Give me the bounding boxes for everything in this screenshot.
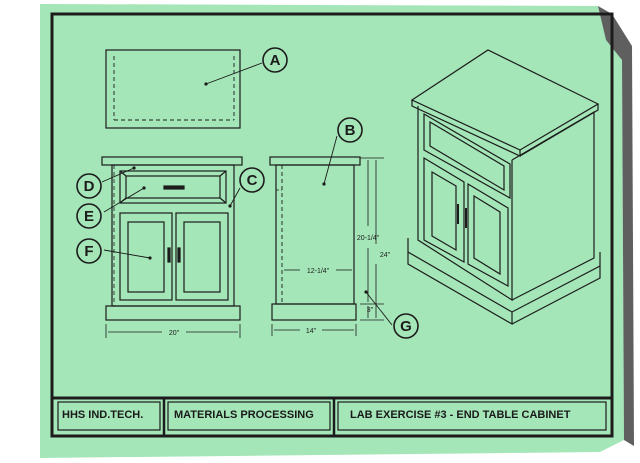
callout-g (393, 313, 419, 339)
title-cell-1 (57, 401, 161, 431)
callout-e (76, 203, 102, 229)
title-school: HHS IND.TECH. (62, 409, 144, 421)
dim-total-height: 24" (380, 252, 391, 259)
dim-inner-depth: 12-1/4" (307, 268, 330, 275)
dim-carcass-height: 20-1/4" (357, 235, 380, 242)
callout-letter-g: G (400, 318, 412, 335)
title-exercise: LAB EXERCISE #3 - END TABLE CABINET (350, 409, 571, 421)
callout-f (76, 238, 102, 264)
callout-balloons (76, 47, 419, 339)
leader-dots (132, 82, 368, 294)
callout-letter-a: A (270, 52, 281, 69)
drawer-pull (163, 185, 185, 190)
top-view (105, 49, 241, 129)
front-view (101, 156, 243, 321)
title-cell-3 (337, 401, 607, 431)
paper-shadow (598, 6, 634, 446)
dim-side-depth: 14" (306, 328, 317, 335)
side-view (269, 156, 361, 321)
green-paper (40, 4, 624, 458)
callout-c (239, 167, 265, 193)
drawing-border (50, 12, 614, 438)
callout-letter-b: B (345, 122, 356, 139)
callout-a (262, 47, 288, 73)
title-cell-2 (167, 401, 331, 431)
door-pull-right (177, 247, 181, 263)
callout-letter-f: F (84, 243, 93, 260)
callout-letter-e: E (84, 208, 94, 225)
dim-base-height: 3" (367, 307, 374, 314)
callout-b (337, 117, 363, 143)
callout-d (76, 173, 102, 199)
isometric-view (407, 49, 601, 326)
callout-letter-d: D (84, 178, 95, 195)
dimension-lines (105, 157, 384, 338)
door-pull-left (167, 247, 171, 263)
leader-lines (101, 62, 393, 326)
title-course: MATERIALS PROCESSING (174, 409, 314, 421)
callout-letter-c: C (247, 172, 258, 189)
dim-front-width: 20" (169, 330, 180, 337)
